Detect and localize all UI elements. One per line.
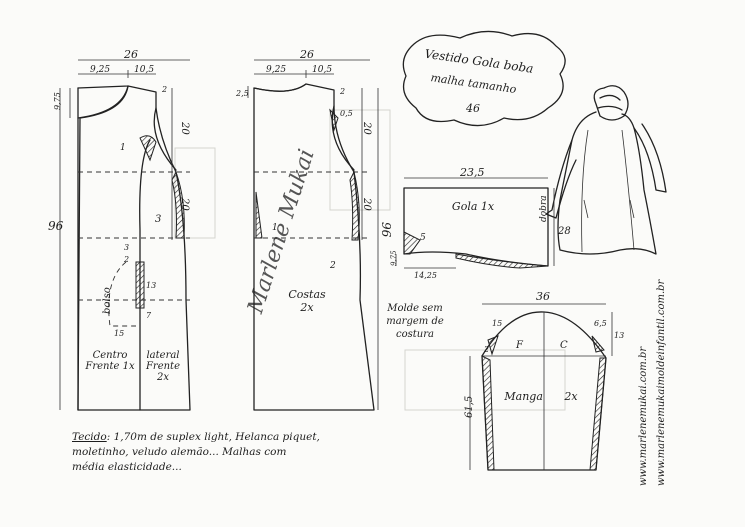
back-neck-drop: 2,5 [235,89,249,98]
fabric-title: Tecido [72,431,107,443]
fabric-line-1: : 1,70m de suplex light, Helanca piquet, [106,431,320,443]
fabric-note: Tecido: 1,70m de suplex light, Helanca p… [72,430,392,475]
collar-fold: dobra [539,195,549,222]
front-width-top: 26 [123,48,138,61]
collar-label: Gola 1x [451,200,495,213]
back-mark-2: 2 [329,261,336,271]
back-width-top: 26 [299,48,314,61]
dress-sketch [545,85,667,255]
site-url-1[interactable]: www.marlenemukai.com.br [638,346,649,486]
front-neck-width: 9,25 [90,65,110,75]
sleeve-pattern [469,303,613,471]
back-label: Costas 2x [288,288,326,314]
front-length: 96 [48,219,64,233]
collar-bottom: 14,25 [414,271,437,280]
back-neck-width: 9,25 [266,65,286,75]
back-armhole-depth: 20 [361,121,372,135]
front-pocket-3: 3 [124,243,129,252]
sleeve-width: 36 [536,290,550,303]
front-center-label: Centro Frente 1x [85,350,135,372]
collar-height: 28 [557,226,571,237]
title-cloud [402,30,566,127]
sleeve-back-mark: C [560,340,568,351]
fabric-line-2: moletinho, veludo alemão... Malhas com [72,446,287,458]
collar-side-drop: 9,75 [390,250,398,266]
back-shoulder-width: 10,5 [312,65,332,75]
sleeve-cap-height: 13 [614,331,624,340]
front-pocket-2: 2 [123,255,129,264]
front-mark-3: 3 [155,214,161,225]
seam-allowance-note: Molde sem margem de costura [386,303,444,340]
front-neck-drop: 9,75 [53,92,62,110]
front-pocket-7: 7 [146,311,152,320]
front-side-depth: 20 [179,197,190,211]
sleeve-cap-left: 15 [492,319,502,328]
front-pocket-15: 15 [114,329,124,338]
sleeve-length: 61,5 [464,396,475,418]
back-pattern [247,59,379,411]
collar-mark-5: 5 [420,233,426,243]
collar-pattern [395,177,555,269]
front-shoulder-width: 10,5 [134,65,154,75]
sleeve-front-mark: F [515,340,524,351]
sleeve-cap-right: 6,5 [594,319,607,328]
front-armhole-depth: 20 [179,121,190,135]
title-line-2: malha tamanho [430,71,518,96]
paper-ghost-lines [174,109,566,411]
title-size: 46 [465,102,480,115]
front-pocket-13: 13 [146,281,156,290]
back-armhole-curve: 0,5 [340,109,353,118]
front-pattern [59,59,191,411]
back-length: 96 [379,222,393,238]
collar-width: 23,5 [459,166,485,179]
front-pocket-label: bolso [102,287,113,314]
front-mark-1: 1 [120,143,126,153]
sleeve-mark-2: 2 [483,345,489,354]
front-lateral-label: lateral Frente 2x [145,350,180,383]
back-side-depth: 20 [361,197,372,211]
back-mark-1: 1 [272,223,278,233]
front-shoulder-drop: 2 [161,85,167,94]
site-url-2[interactable]: www.marlenemukaimoldeinfantil.com.br [656,278,667,486]
back-shoulder-drop: 2 [339,87,345,96]
sleeve-label: Manga 2x [504,390,578,403]
fabric-line-3: média elasticidade... [72,461,182,473]
